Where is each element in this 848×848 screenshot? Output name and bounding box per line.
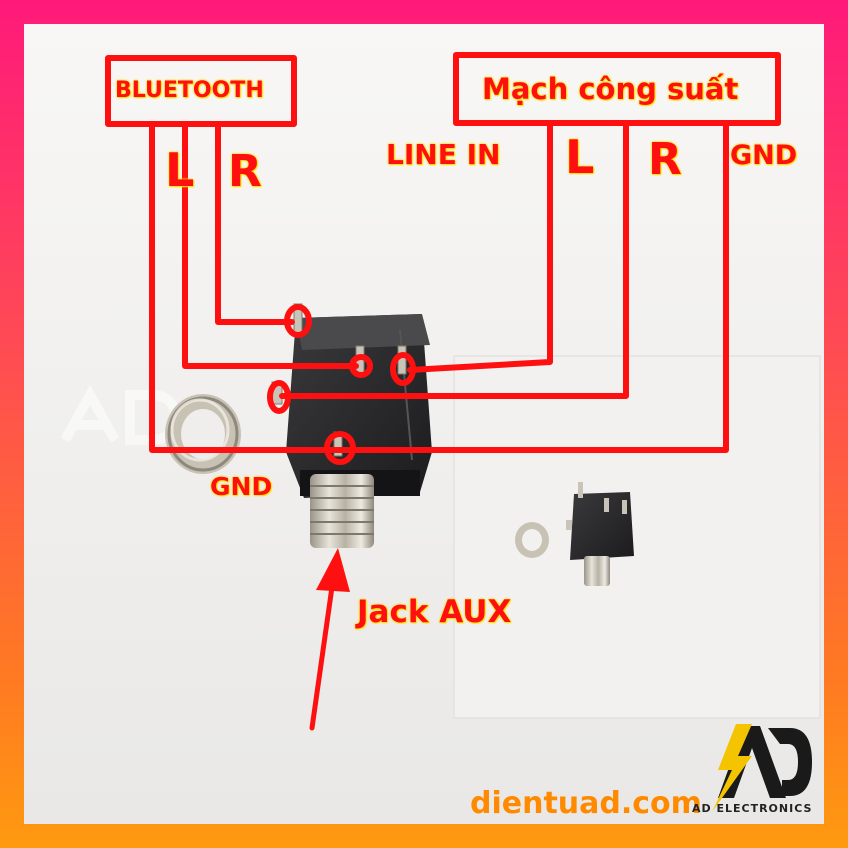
wiring [105,52,781,453]
website-watermark: dientuad.com [470,786,702,821]
wire-bt-l [182,121,359,369]
jack-thread [310,474,374,548]
wire-gnd [149,121,729,453]
mach-cong-suat-label: Mạch công suất [482,72,739,106]
amp-gnd-label: GND [730,140,798,171]
bluetooth-label: BLUETOOTH [115,78,264,103]
inset-photo [453,355,821,719]
line-in-label: LINE IN [386,138,501,171]
pin-markers [267,304,416,465]
wire-linein-l [407,121,553,373]
bluetooth-left-label: L [165,143,195,197]
arrow-icon [309,548,350,731]
brand-name: AD ELECTRONICS [692,802,813,815]
jack-aux-label: Jack AUX [357,594,512,630]
bluetooth-right-label: R [228,146,262,197]
amp-left-label: L [565,130,595,184]
mach-cong-suat-box [453,52,781,126]
bluetooth-box [105,55,297,127]
wire-linein-r [279,121,629,399]
jack-body [286,314,432,498]
jack-gnd-label: GND [210,472,273,501]
small-jack [515,482,634,586]
ring-washer [165,394,241,474]
amp-right-label: R [648,134,682,185]
wire-bt-r [215,121,295,325]
ad-logo-icon [712,724,812,812]
